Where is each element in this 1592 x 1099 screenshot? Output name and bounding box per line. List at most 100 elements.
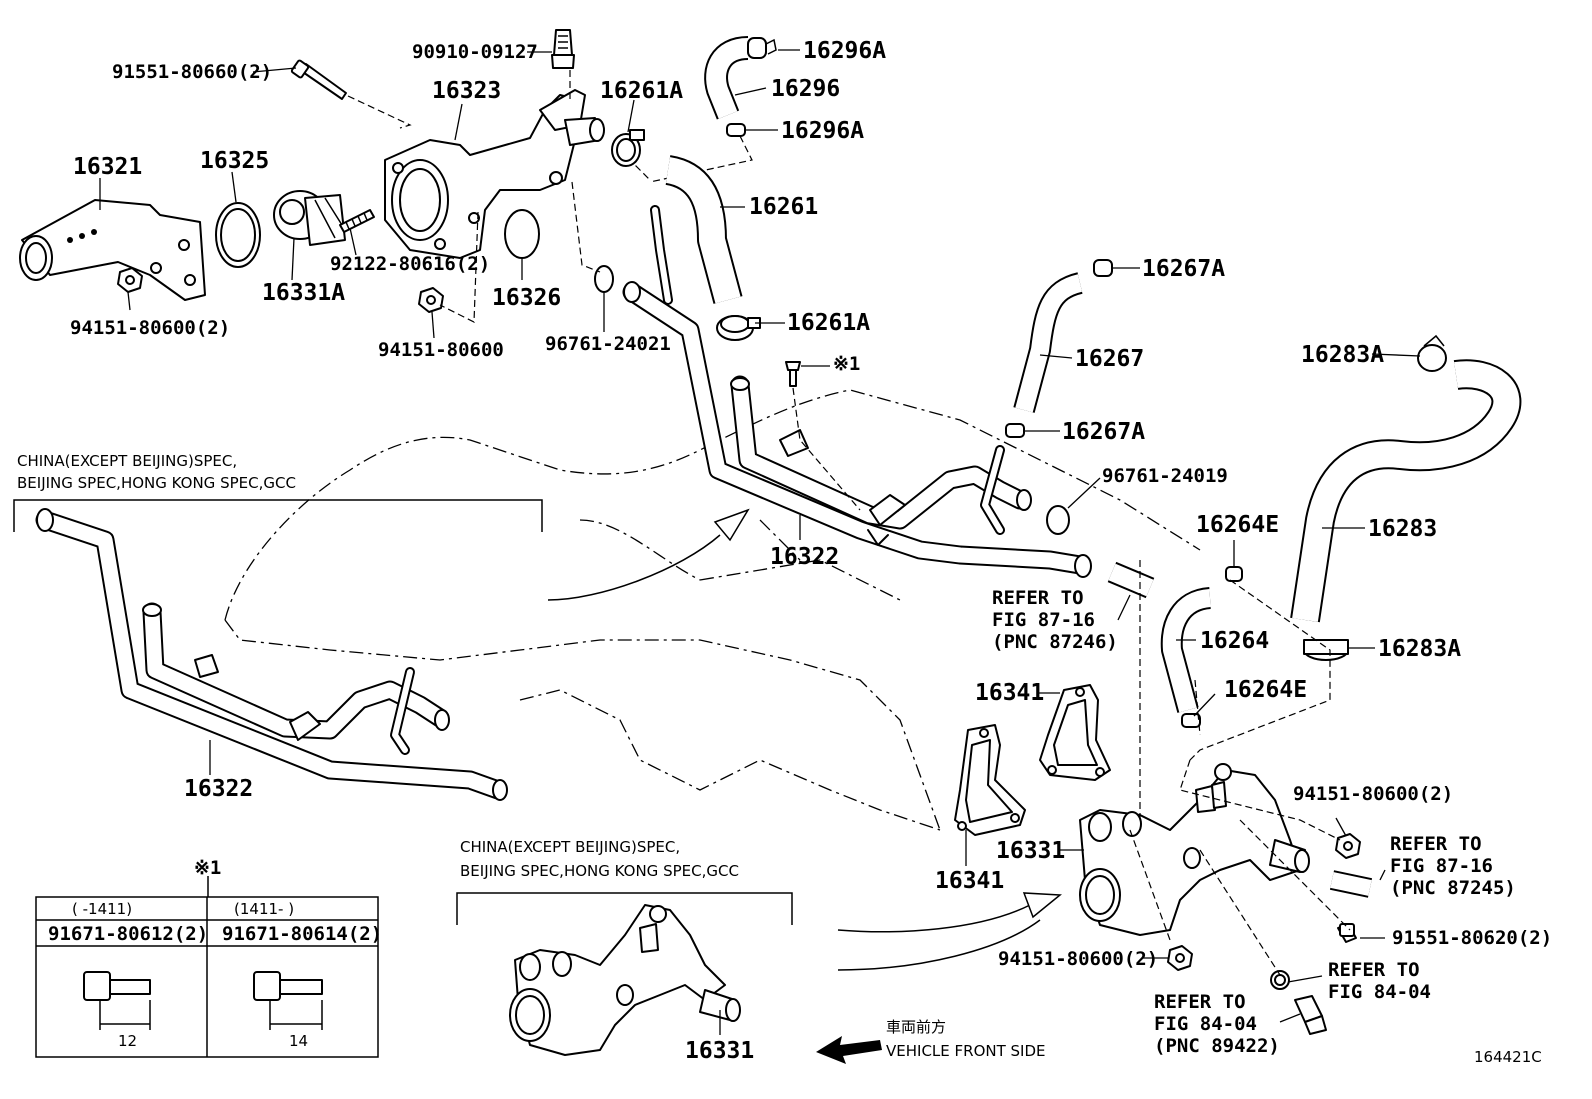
part-16267A-clamp-mid bbox=[1005, 423, 1025, 438]
part-16267-hose bbox=[1013, 272, 1084, 413]
refer-87246-line1: REFER TO bbox=[992, 587, 1084, 609]
table-col2-range: (1411- ) bbox=[234, 900, 294, 918]
part-16326-gasket bbox=[504, 209, 540, 259]
part-16323-housing bbox=[384, 89, 605, 259]
part-16283A-clamp-bot bbox=[1303, 639, 1349, 661]
refer-89422-line3: (PNC 89422) bbox=[1154, 1035, 1280, 1057]
dash-16296 bbox=[649, 135, 753, 183]
part-96761-24021-oring bbox=[594, 265, 614, 293]
label-16283A-top: 16283A bbox=[1301, 342, 1384, 368]
table-col1-part: 91671-80612(2) bbox=[48, 923, 208, 945]
part-16267A-clamp-top bbox=[1093, 259, 1113, 277]
part-16261A-clamp-mid bbox=[716, 315, 761, 341]
label-16296A-top: 16296A bbox=[803, 38, 886, 64]
spec-note-bottom: CHINA(EXCEPT BEIJING)SPEC, BEIJING SPEC,… bbox=[460, 838, 739, 880]
label-94151-80600-bottom: 94151-80600(2) bbox=[998, 948, 1158, 970]
refer-87245-line2: FIG 87-16 bbox=[1390, 855, 1493, 877]
label-16322-alt: 16322 bbox=[184, 776, 253, 802]
table-col2-length: 14 bbox=[289, 1032, 308, 1050]
part-91551-80620-bolt bbox=[1337, 923, 1357, 943]
part-16341-gasket-top bbox=[1039, 684, 1111, 781]
label-16267: 16267 bbox=[1075, 346, 1144, 372]
label-16264E-bot: 16264E bbox=[1224, 677, 1307, 703]
refer-89422-line2: FIG 84-04 bbox=[1154, 1013, 1257, 1035]
part-16296A-clamp-mid bbox=[726, 123, 746, 137]
part-16296-hose bbox=[704, 36, 750, 120]
part-16264E-clamp-bot bbox=[1181, 713, 1201, 728]
assembly-lines-outlet bbox=[1129, 560, 1351, 976]
label-90910-09127: 90910-09127 bbox=[412, 41, 538, 63]
label-16264E-top: 16264E bbox=[1196, 512, 1279, 538]
spec-left-line2: BEIJING SPEC,HONG KONG SPEC,GCC bbox=[17, 474, 296, 492]
label-16283A-bot: 16283A bbox=[1378, 636, 1461, 662]
label-16261: 16261 bbox=[749, 194, 818, 220]
refer-89422-line1: REFER TO bbox=[1154, 991, 1246, 1013]
label-94151-80600-right: 94151-80600(2) bbox=[1293, 783, 1453, 805]
part-sensor-washer bbox=[1270, 970, 1290, 990]
label-96761-24021: 96761-24021 bbox=[545, 333, 671, 355]
label-16331-alt: 16331 bbox=[685, 1038, 754, 1064]
table-col1-length: 12 bbox=[118, 1032, 137, 1050]
part-sensor-89422 bbox=[1294, 995, 1327, 1035]
label-16261A-top: 16261A bbox=[600, 78, 683, 104]
part-nut-right bbox=[1335, 833, 1361, 859]
spec-left-line1: CHINA(EXCEPT BEIJING)SPEC, bbox=[17, 452, 237, 470]
label-94151-80600-left: 94151-80600(2) bbox=[70, 317, 230, 339]
bolt-table bbox=[35, 876, 379, 1058]
label-asterisk-marker: ※1 bbox=[833, 353, 860, 375]
direction-en-label: VEHICLE FRONT SIDE bbox=[886, 1042, 1046, 1060]
label-16331A: 16331A bbox=[262, 280, 345, 306]
refer-fig-87-16-a: REFER TO FIG 87-16 (PNC 87246) bbox=[992, 587, 1118, 653]
refer-87245-line3: (PNC 87245) bbox=[1390, 877, 1516, 899]
label-16341-bot: 16341 bbox=[935, 868, 1004, 894]
part-92122-stud bbox=[339, 209, 375, 233]
label-asterisk-table: ※1 bbox=[194, 857, 221, 879]
label-16321: 16321 bbox=[73, 154, 142, 180]
part-16341-gasket-bot bbox=[954, 724, 1026, 836]
part-16322-alt-pipe bbox=[35, 508, 508, 801]
label-16296: 16296 bbox=[771, 76, 840, 102]
label-91551-80620: 91551-80620(2) bbox=[1392, 927, 1552, 949]
refer-87246-line3: (PNC 87246) bbox=[992, 631, 1118, 653]
label-16323: 16323 bbox=[432, 78, 501, 104]
part-nut-left bbox=[117, 267, 143, 293]
part-16331-outlet-alt bbox=[509, 904, 741, 1056]
part-bolt-asterisk bbox=[785, 361, 801, 387]
spec-bottom-line2: BEIJING SPEC,HONG KONG SPEC,GCC bbox=[460, 862, 739, 880]
label-16331-main: 16331 bbox=[996, 838, 1065, 864]
spec-bracket-bottom bbox=[456, 892, 793, 925]
label-16296A-mid: 16296A bbox=[781, 118, 864, 144]
spec-bottom-line1: CHINA(EXCEPT BEIJING)SPEC, bbox=[460, 838, 680, 856]
spec-note-left: CHINA(EXCEPT BEIJING)SPEC, BEIJING SPEC,… bbox=[17, 452, 296, 492]
part-90910-bleeder bbox=[551, 29, 575, 69]
direction-jp-label: 車両前方 bbox=[886, 1018, 946, 1036]
label-16326: 16326 bbox=[492, 285, 561, 311]
label-16261A-mid: 16261A bbox=[787, 310, 870, 336]
flow-arrows bbox=[547, 508, 1062, 971]
refer-fig-84-04-a: REFER TO FIG 84-04 bbox=[1328, 959, 1431, 1003]
part-96761-24019-oring bbox=[1046, 505, 1070, 535]
part-91551-80660-bolt bbox=[290, 59, 347, 100]
part-16283A-clamp-top bbox=[1417, 334, 1447, 372]
part-16261A-clamp-top bbox=[611, 129, 645, 167]
part-16283-hose bbox=[1290, 359, 1522, 623]
spec-bracket-left bbox=[13, 499, 543, 532]
table-col1-range: ( -1411) bbox=[72, 900, 132, 918]
assembly-lines-top bbox=[347, 70, 651, 323]
label-92122-80616: 92122-80616(2) bbox=[330, 253, 490, 275]
part-hose-87246 bbox=[1107, 561, 1155, 599]
engine-outline bbox=[224, 389, 1201, 831]
front-direction-arrow bbox=[816, 1036, 882, 1064]
label-16341-top: 16341 bbox=[975, 680, 1044, 706]
part-nut-bottom bbox=[1167, 945, 1193, 971]
dash-bolt bbox=[792, 387, 861, 511]
label-16267A-top: 16267A bbox=[1142, 256, 1225, 282]
part-16321-pipe bbox=[19, 199, 206, 301]
refer-fig-87-16-b: REFER TO FIG 87-16 (PNC 87245) bbox=[1390, 833, 1516, 899]
part-16261-hose bbox=[664, 155, 743, 304]
leader-lines bbox=[99, 49, 1421, 1035]
label-16267A-mid: 16267A bbox=[1062, 419, 1145, 445]
figure-code: 164421C bbox=[1474, 1048, 1542, 1066]
label-16325: 16325 bbox=[200, 148, 269, 174]
